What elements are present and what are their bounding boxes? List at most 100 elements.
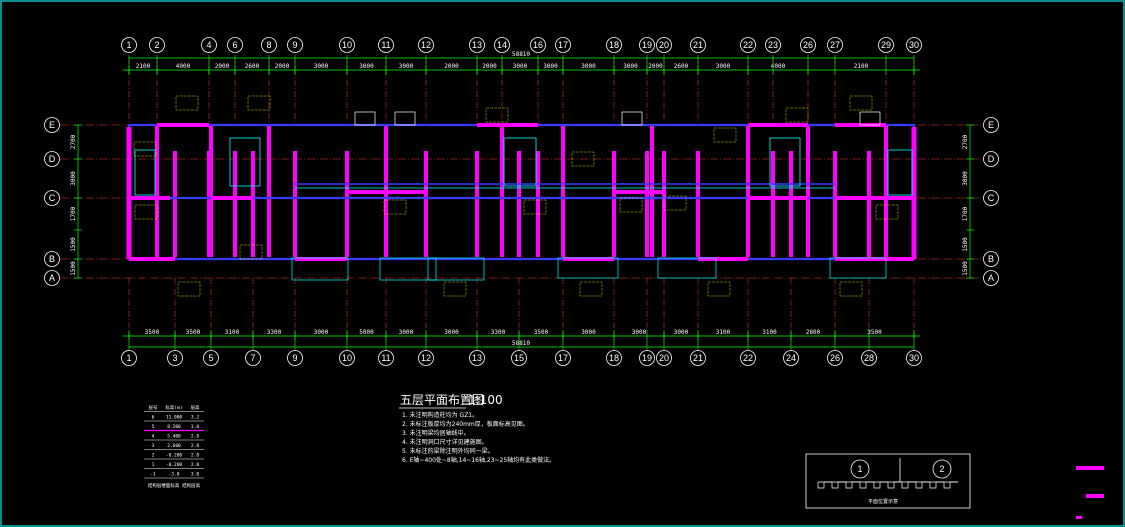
top-axis-4-label: 4 <box>206 40 211 50</box>
layer-mark-2 <box>1086 494 1104 498</box>
bottom-axis-12-label: 12 <box>421 353 431 363</box>
bottom-axis-10-label: 10 <box>342 353 352 363</box>
top-axis-22-bubble <box>740 37 756 53</box>
top-dim-value-16: 3000 <box>716 63 731 70</box>
top-axis-13-bubble <box>469 37 485 53</box>
top-axis-26-bubble <box>800 37 816 53</box>
bottom-axis-5-label: 5 <box>208 353 213 363</box>
top-axis-26-label: 26 <box>803 40 813 50</box>
top-dim-value-13: 3000 <box>623 63 638 70</box>
right-dim-value-0: 2700 <box>962 134 969 149</box>
table-cell-4-0: 3 <box>152 443 155 449</box>
annot-label-18 <box>663 195 687 211</box>
drawing-scale: 1:100 <box>468 393 503 407</box>
bottom-axis-10-bubble <box>339 350 355 366</box>
top-axis-29-label: 29 <box>881 40 891 50</box>
bottom-axis-24-bubble <box>783 350 799 366</box>
top-axis-13-label: 13 <box>472 40 482 50</box>
table-cell-6-2: 2.8 <box>191 462 199 468</box>
key-zone-1: 1 <box>857 464 862 474</box>
bottom-axis-15-bubble <box>511 350 527 366</box>
note-5: 5. 未标注的梁除注明外均同一梁。 <box>402 447 494 455</box>
bottom-axis-13-label: 13 <box>472 353 482 363</box>
top-dim-value-8: 2000 <box>444 63 459 70</box>
right-axis-A-bubble <box>983 270 999 286</box>
table-cell-4-2: 2.8 <box>191 443 199 449</box>
top-dim-value-5: 3000 <box>314 63 329 70</box>
table-cell-5-2: 2.8 <box>191 453 199 459</box>
table-cell-1-0: 6 <box>152 415 155 421</box>
bottom-axis-9-bubble <box>287 350 303 366</box>
key-plan-box <box>805 453 971 509</box>
roof-opening-2 <box>621 111 643 126</box>
table-cell-3-1: 5.400 <box>167 434 181 440</box>
top-dim-value-1: 4000 <box>176 63 191 70</box>
floor-plan <box>126 95 917 297</box>
layer-mark-3 <box>1076 516 1082 519</box>
top-dim-value-6: 3000 <box>359 63 374 70</box>
top-axis-10-bubble <box>339 37 355 53</box>
bottom-axis-1-label: 1 <box>126 353 131 363</box>
bottom-axis-12-bubble <box>418 350 434 366</box>
key-plan-teeth <box>817 481 958 489</box>
left-axis-D-label: D <box>49 154 56 164</box>
bottom-dim-value-5: 5000 <box>359 329 374 336</box>
bottom-dim-value-13: 3100 <box>716 329 731 336</box>
right-axis-C-label: C <box>988 193 995 203</box>
top-axis-6-bubble <box>227 37 243 53</box>
bottom-total-value: 58810 <box>512 340 530 347</box>
left-axis-A-bubble <box>44 270 60 286</box>
bottom-axis-19-label: 19 <box>642 353 652 363</box>
bottom-dim-value-8: 3300 <box>491 329 506 336</box>
top-axis-14-bubble <box>494 37 510 53</box>
top-axis-10-label: 10 <box>342 40 352 50</box>
top-axis-11-label: 11 <box>381 40 390 50</box>
top-axis-6-label: 6 <box>232 40 237 50</box>
top-axis-2-bubble <box>149 37 165 53</box>
top-axis-30-bubble <box>906 37 922 53</box>
annot-label-14 <box>839 281 863 297</box>
top-axis-12-label: 12 <box>421 40 431 50</box>
table-cell-0-0: 层号 <box>149 405 158 411</box>
top-axis-20-label: 20 <box>659 40 669 50</box>
annot-label-3 <box>571 151 595 167</box>
key-zone-2-bubble <box>932 459 952 479</box>
table-cell-6-0: 1 <box>152 462 155 468</box>
top-dim-value-17: 4000 <box>771 63 786 70</box>
key-plan-caption: 平面位置示意 <box>868 498 898 505</box>
annot-label-2 <box>485 107 509 123</box>
small-room-4 <box>887 149 913 196</box>
top-axis-18-bubble <box>606 37 622 53</box>
right-axis-D-label: D <box>988 154 995 164</box>
top-dim-value-3: 2600 <box>245 63 260 70</box>
bottom-axis-28-bubble <box>861 350 877 366</box>
annot-label-10 <box>383 199 407 215</box>
top-axis-9-label: 9 <box>292 40 297 50</box>
left-axis-C-label: C <box>49 193 56 203</box>
bottom-axis-5-bubble <box>203 350 219 366</box>
annot-label-5 <box>785 107 809 123</box>
bottom-dim-value-12: 3000 <box>674 329 689 336</box>
small-room-2 <box>503 137 537 187</box>
annot-label-11 <box>523 199 547 215</box>
bottom-dim-value-10: 3000 <box>581 329 596 336</box>
top-axis-1-bubble <box>121 37 137 53</box>
key-plan-outline <box>817 481 958 489</box>
bottom-axis-3-label: 3 <box>172 353 177 363</box>
top-axis-17-label: 17 <box>558 40 568 50</box>
annot-label-8 <box>134 204 158 220</box>
top-axis-8-bubble <box>261 37 277 53</box>
bottom-dim-value-16: 3500 <box>867 329 882 336</box>
layer-mark-1 <box>1076 466 1104 470</box>
bottom-axis-26-bubble <box>827 350 843 366</box>
balcony-3 <box>557 257 619 279</box>
balcony-2 <box>427 257 485 281</box>
bottom-axis-22-label: 22 <box>743 353 753 363</box>
left-axis-C-bubble <box>44 190 60 206</box>
table-cell-1-1: 11.000 <box>166 415 183 421</box>
drawing-title: 五层平面布置图 <box>400 393 484 407</box>
bottom-axis-26-label: 26 <box>830 353 840 363</box>
annot-label-0 <box>175 95 199 111</box>
top-dim-value-15: 2600 <box>674 63 689 70</box>
